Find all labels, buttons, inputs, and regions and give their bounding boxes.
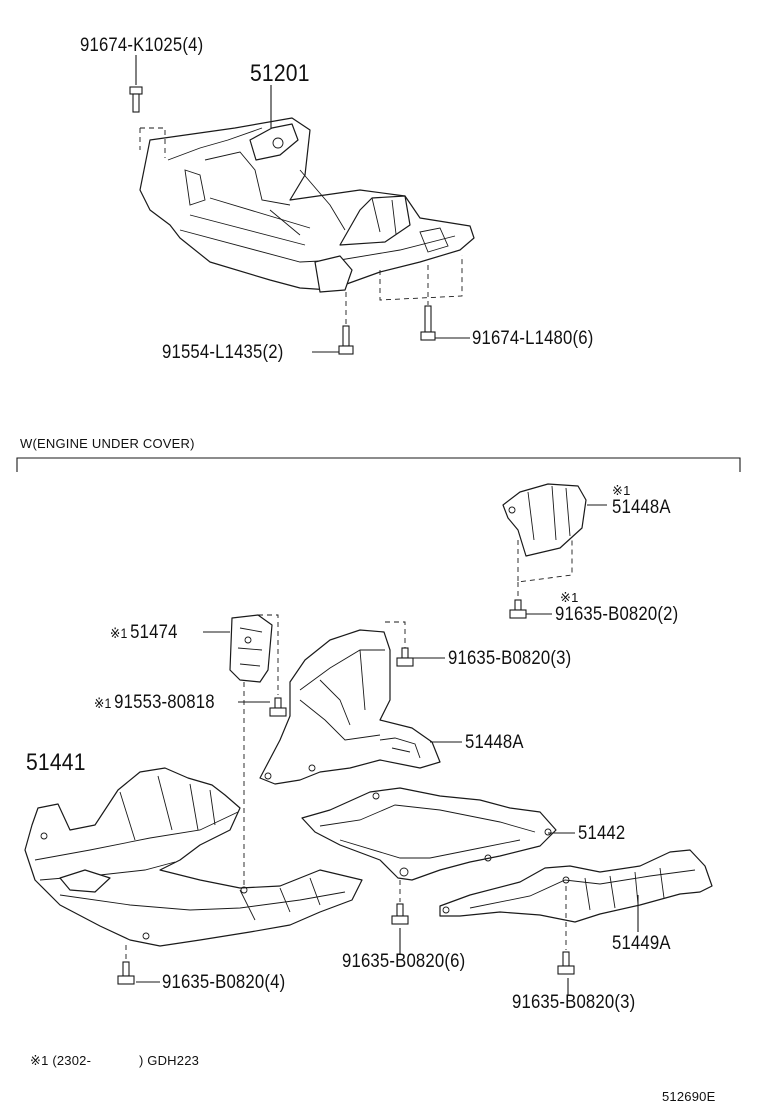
part-number-label[interactable]: 91635-B0820(3) — [512, 992, 636, 1013]
note-mark: ※1 — [612, 483, 631, 498]
crossmember-51201 — [139, 117, 475, 293]
section-bracket — [16, 457, 741, 472]
part-number-label[interactable]: 51474 — [130, 622, 178, 643]
bracket-51474 — [229, 614, 273, 683]
cover-51442 — [301, 787, 557, 881]
part-number-label[interactable]: 91674-L1480(6) — [472, 328, 594, 349]
part-number-label[interactable]: 91674-K1025(4) — [80, 35, 204, 56]
bolt-icon — [557, 951, 575, 975]
footnote-model: GDH223 — [147, 1053, 200, 1068]
cover-51449a — [439, 849, 713, 923]
part-number-label[interactable]: 51448A — [465, 732, 524, 753]
footnote-range: (2302- — [52, 1053, 92, 1068]
part-number-label[interactable]: 51448A — [612, 497, 671, 518]
bolt-icon — [338, 325, 354, 355]
part-number-label[interactable]: 51441 — [26, 749, 86, 776]
footnote-close: ) — [138, 1053, 144, 1068]
bolt-icon — [420, 305, 436, 341]
bolt-icon — [391, 903, 409, 925]
part-number-label[interactable]: 51442 — [578, 823, 626, 844]
part-number-label[interactable]: 91635-B0820(3) — [448, 648, 572, 669]
part-number-label[interactable]: 51449A — [612, 933, 671, 954]
cover-51448a-upper — [502, 483, 587, 557]
cover-51441 — [24, 767, 363, 947]
diagram-id: 512690E — [662, 1089, 716, 1104]
bolt-icon — [396, 647, 414, 667]
part-number-label[interactable]: 91635-B0820(4) — [162, 972, 286, 993]
part-number-label[interactable]: 91553-80818 — [114, 692, 215, 713]
bolt-icon — [129, 86, 143, 113]
part-number-label[interactable]: 91635-B0820(6) — [342, 951, 466, 972]
footnote: ※1 (2302- ) GDH223 — [30, 1054, 199, 1067]
cover-51448a-lower — [259, 629, 441, 785]
part-number-label[interactable]: 51201 — [250, 60, 310, 87]
note-mark: ※1 — [94, 695, 112, 711]
note-mark: ※1 — [110, 625, 128, 641]
bolt-icon — [117, 961, 135, 985]
bolt-icon — [269, 697, 287, 717]
part-number-label[interactable]: 91554-L1435(2) — [162, 342, 284, 363]
part-number-label[interactable]: 91635-B0820(2) — [555, 604, 679, 625]
section-title: W(ENGINE UNDER COVER) — [20, 436, 195, 451]
note-mark: ※1 — [560, 590, 579, 605]
footnote-mark: ※1 — [30, 1053, 49, 1068]
bolt-icon — [509, 599, 527, 619]
